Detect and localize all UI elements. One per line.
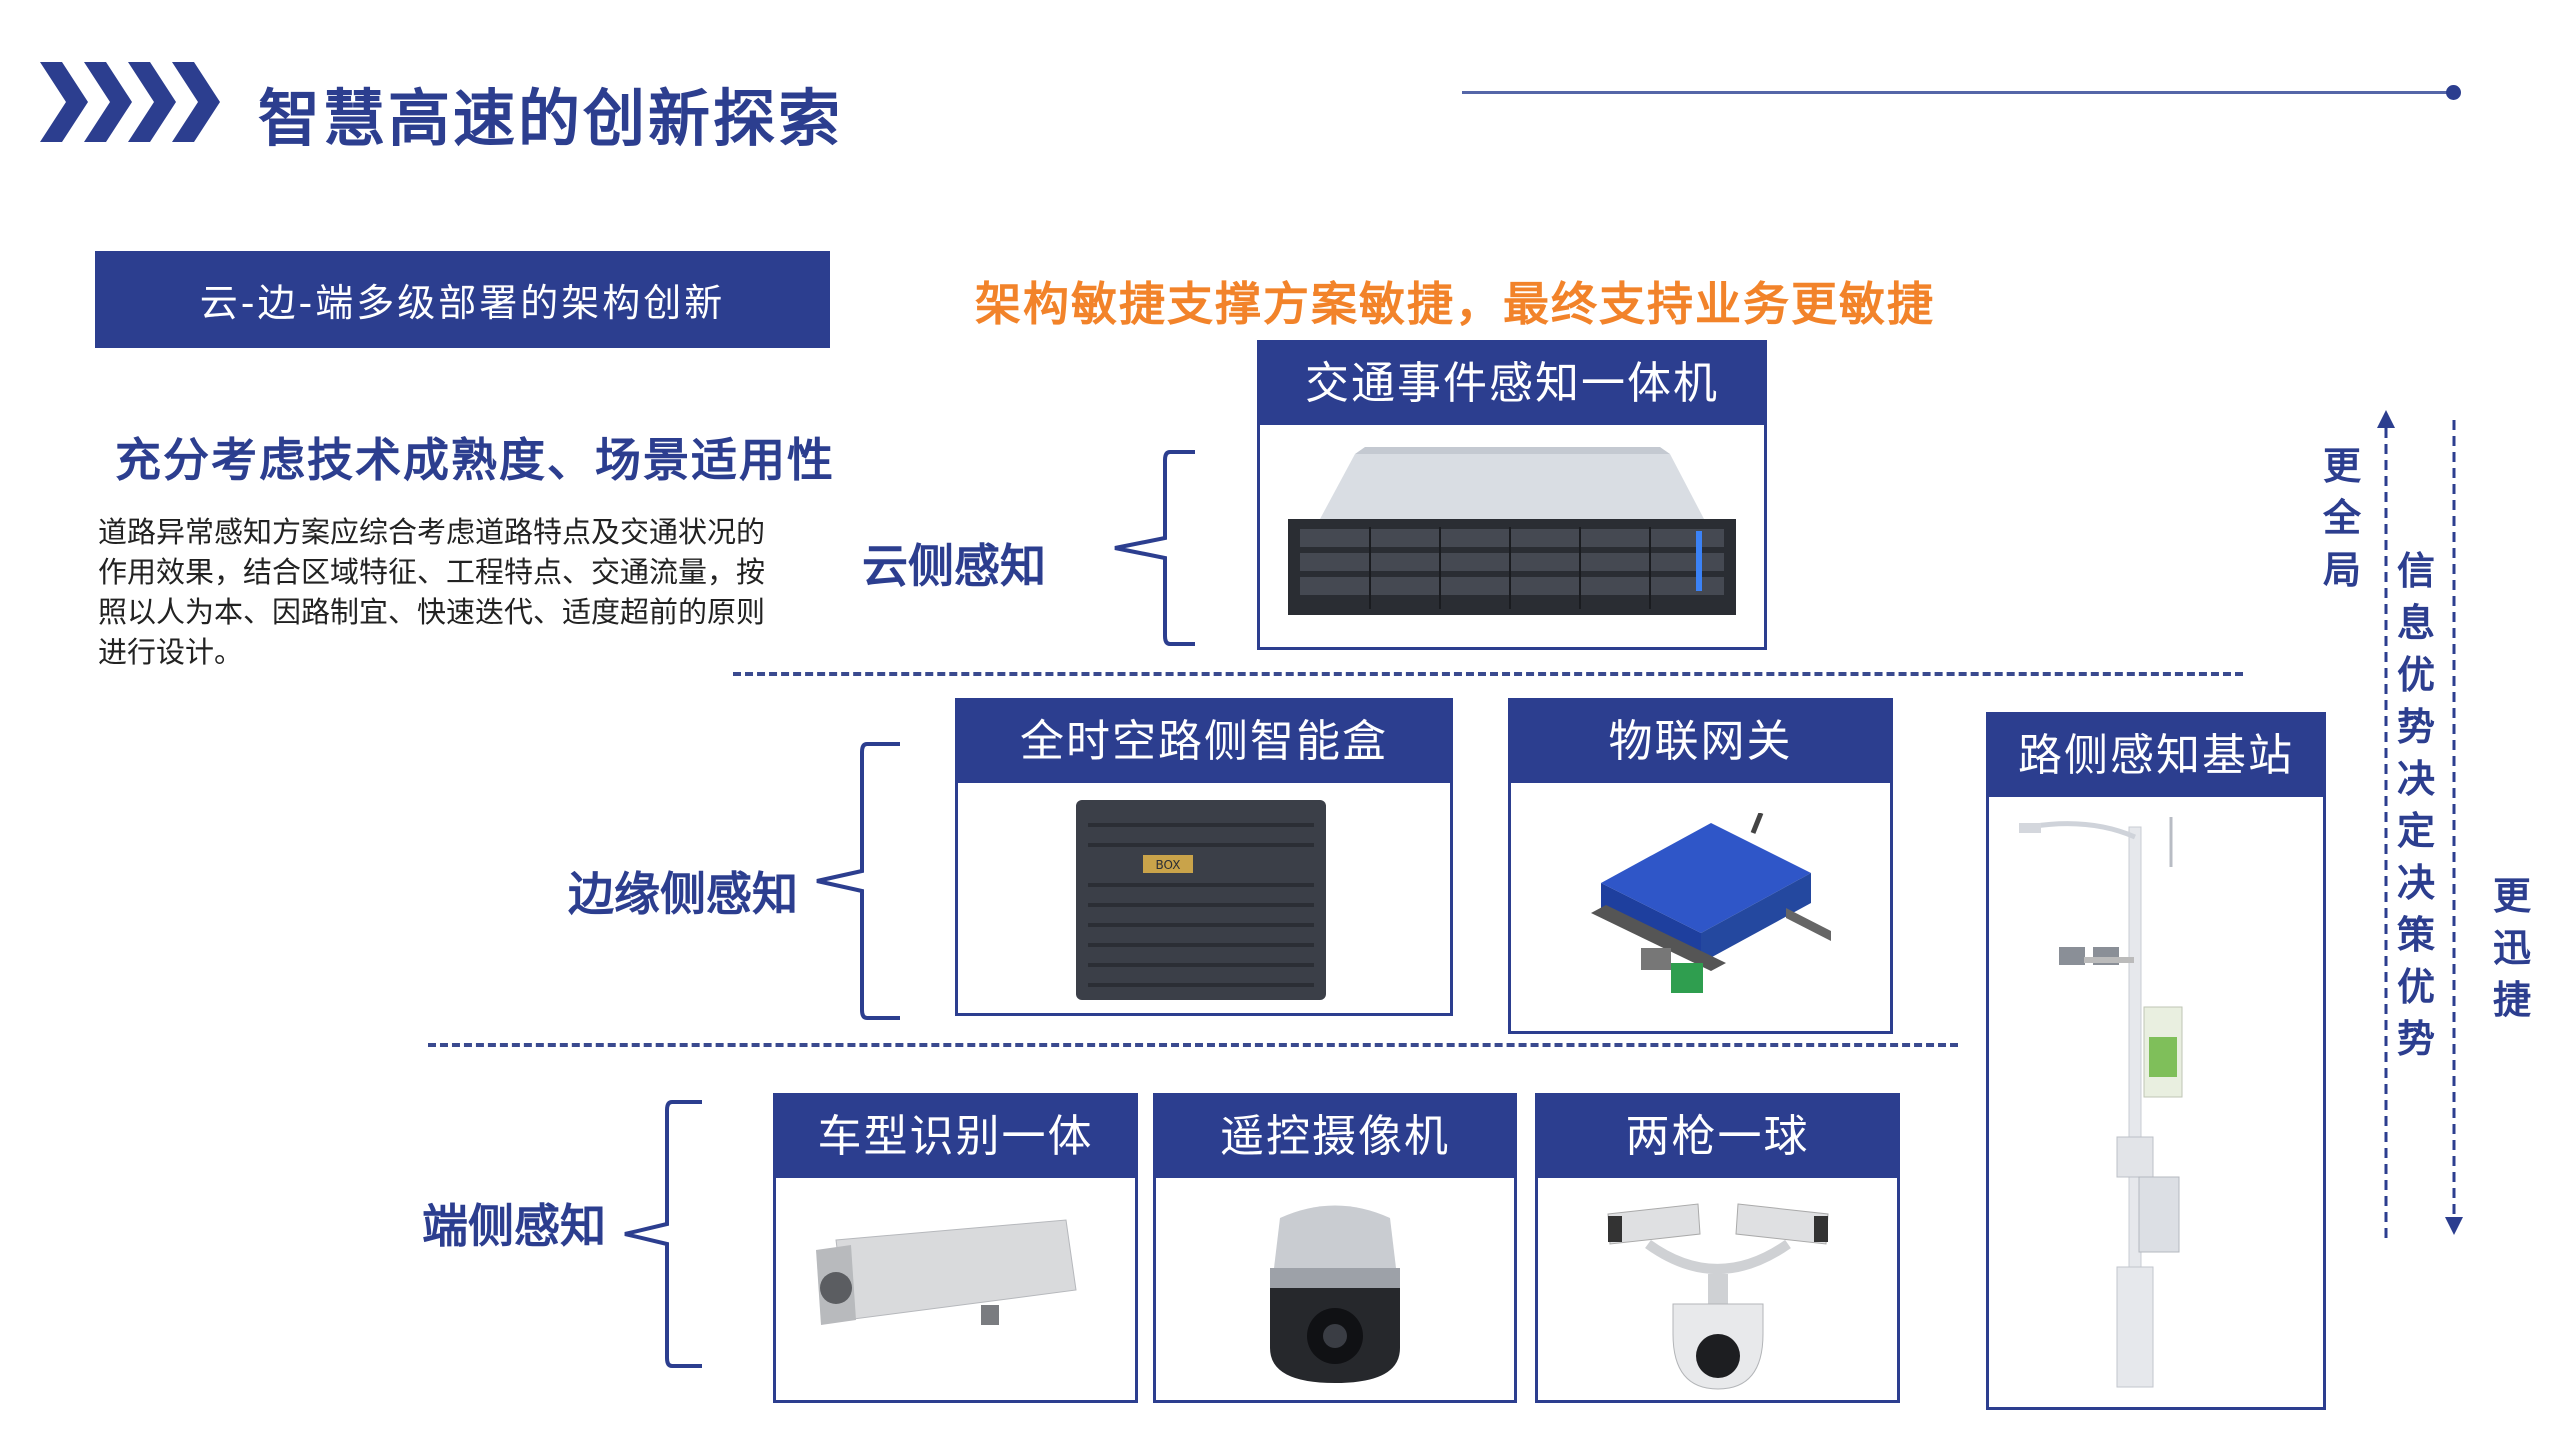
page-title: 智慧高速的创新探索 bbox=[258, 82, 844, 155]
card-title: 遥控摄像机 bbox=[1156, 1096, 1514, 1178]
card-title: 交通事件感知一体机 bbox=[1260, 343, 1764, 425]
label-info-advantage: 信息优势决定决策优势 bbox=[2396, 549, 2435, 1061]
card-cloud-unit: 交通事件感知一体机 bbox=[1257, 340, 1767, 650]
tier-cloud-label: 云侧感知 bbox=[862, 539, 1046, 593]
end-bracket bbox=[624, 1100, 702, 1368]
tier-end-label: 端侧感知 bbox=[422, 1199, 606, 1253]
tier-edge-label: 边缘侧感知 bbox=[568, 867, 798, 921]
chevron-arrows-icon bbox=[40, 62, 220, 142]
server-image bbox=[1288, 447, 1736, 615]
separator-edge-end bbox=[428, 1043, 1958, 1047]
separator-cloud-edge bbox=[733, 672, 2243, 676]
box-camera-image bbox=[816, 1219, 1077, 1325]
card-title: 全时空路侧智能盒 bbox=[958, 701, 1450, 783]
label-faster: 更迅捷 bbox=[2492, 874, 2531, 1022]
gateway-image bbox=[1591, 813, 1831, 993]
arrow-up-line bbox=[2377, 410, 2395, 1240]
header-divider bbox=[1462, 91, 2454, 94]
edge-box-tag: BOX bbox=[1156, 858, 1181, 872]
slogan: 架构敏捷支撑方案敏捷，最终支持业务更敏捷 bbox=[975, 277, 1935, 331]
subheading: 充分考虑技术成熟度、场景适用性 bbox=[115, 433, 835, 487]
card-iot-gateway: 物联网关 bbox=[1508, 698, 1893, 1034]
card-title: 两枪一球 bbox=[1538, 1096, 1897, 1178]
ptz-camera-image bbox=[1270, 1205, 1400, 1383]
card-gun-dome: 两枪一球 bbox=[1535, 1093, 1900, 1403]
card-edge-box: 全时空路侧智能盒 BOX bbox=[955, 698, 1453, 1016]
card-vehicle-recognition: 车型识别一体 bbox=[773, 1093, 1138, 1403]
arrow-down-line bbox=[2445, 420, 2463, 1235]
cloud-bracket bbox=[1114, 450, 1195, 646]
card-title: 车型识别一体 bbox=[776, 1096, 1135, 1178]
card-title: 物联网关 bbox=[1511, 701, 1890, 783]
edge-box-image: BOX bbox=[1076, 800, 1326, 1000]
label-more-global: 更全局 bbox=[2322, 444, 2361, 592]
description-text: 道路异常感知方案应综合考虑道路特点及交通状况的作用效果，结合区域特征、工程特点、… bbox=[98, 515, 766, 669]
gun-dome-image bbox=[1607, 1203, 1829, 1390]
card-ptz-camera: 遥控摄像机 bbox=[1153, 1093, 1517, 1403]
card-roadside-station: 路侧感知基站 bbox=[1986, 712, 2326, 1410]
header-divider-dot bbox=[2446, 85, 2461, 100]
card-title: 路侧感知基站 bbox=[1989, 715, 2323, 797]
edge-bracket bbox=[816, 742, 900, 1020]
pole-image bbox=[2019, 817, 2183, 1388]
architecture-label: 云-边-端多级部署的架构创新 bbox=[95, 251, 830, 348]
